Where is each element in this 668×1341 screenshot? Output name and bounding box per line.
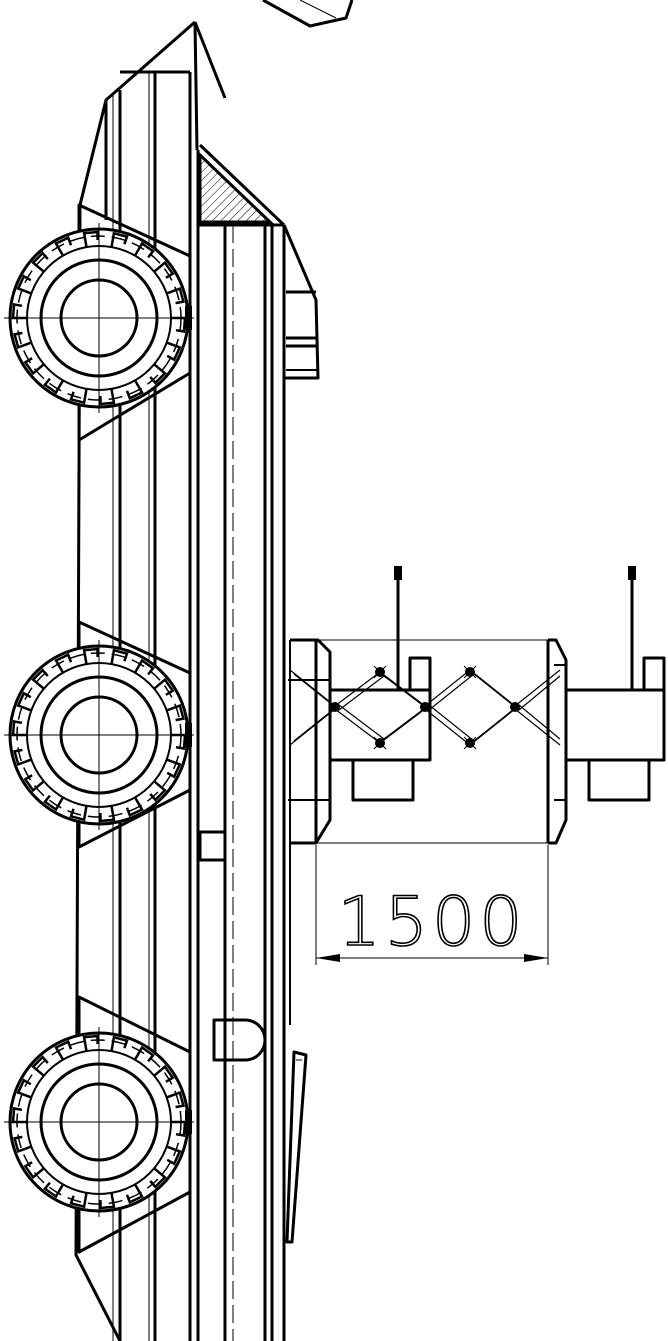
tread-lug bbox=[166, 286, 185, 305]
tread-lug bbox=[133, 241, 155, 259]
tread-lug bbox=[69, 1192, 88, 1209]
tread-lug bbox=[166, 341, 182, 362]
tread-lug bbox=[13, 331, 32, 350]
tread-lug bbox=[69, 388, 88, 405]
tread-lug bbox=[110, 231, 129, 248]
tread-lug bbox=[82, 230, 99, 248]
rear-lever bbox=[285, 1050, 308, 1244]
top-bracket bbox=[262, 0, 354, 28]
tread-lug bbox=[54, 1039, 73, 1061]
tread-lug bbox=[153, 1064, 175, 1083]
tread-lug bbox=[23, 357, 45, 376]
wheel-front bbox=[4, 203, 194, 442]
tread-lug bbox=[171, 733, 187, 750]
tread-lug bbox=[99, 1192, 116, 1210]
sign-unit-left bbox=[328, 566, 432, 802]
front-bumper bbox=[282, 224, 320, 380]
tread-lug bbox=[31, 251, 49, 273]
tread-lug bbox=[16, 691, 32, 712]
tread-lug bbox=[99, 805, 116, 823]
tread-lug bbox=[149, 1167, 167, 1189]
tread-lug bbox=[23, 774, 45, 793]
tread-lug bbox=[11, 1107, 27, 1124]
tread-lug bbox=[31, 1055, 49, 1077]
tread-lug bbox=[23, 1161, 45, 1180]
tread-lug bbox=[54, 235, 73, 257]
tread-lug bbox=[82, 1034, 99, 1052]
tread-lug bbox=[166, 758, 182, 779]
hatched-wedge bbox=[198, 143, 286, 227]
tread-lug bbox=[11, 720, 27, 737]
wheel-middle bbox=[4, 620, 194, 849]
sign-unit-right bbox=[564, 566, 666, 802]
tread-lug bbox=[171, 1120, 187, 1137]
tread-lug bbox=[133, 658, 155, 676]
tread-lug bbox=[31, 668, 49, 690]
tread-lug bbox=[43, 1181, 65, 1199]
dimension-1500: 1500 bbox=[315, 845, 549, 965]
tread-lug bbox=[166, 1090, 185, 1109]
tread-lug bbox=[43, 794, 65, 812]
tread-lug bbox=[166, 703, 185, 722]
tread-lug bbox=[13, 1135, 32, 1154]
tread-lug bbox=[133, 1045, 155, 1063]
frame-block bbox=[198, 830, 227, 862]
tread-lug bbox=[110, 1035, 129, 1052]
tread-lug bbox=[13, 748, 32, 767]
dimension-label: 1500 bbox=[337, 883, 526, 962]
frame-cap bbox=[212, 1018, 267, 1062]
tread-lug bbox=[69, 805, 88, 822]
tread-lug bbox=[125, 1183, 144, 1205]
tread-lug bbox=[125, 379, 144, 401]
tread-lug bbox=[149, 780, 167, 802]
tread-lug bbox=[16, 274, 32, 295]
wheel-rear bbox=[4, 995, 194, 1254]
tread-lug bbox=[153, 677, 175, 696]
tread-lug bbox=[43, 377, 65, 395]
tread-lug bbox=[149, 363, 167, 385]
tread-lug bbox=[110, 648, 129, 665]
tread-lug bbox=[11, 303, 27, 320]
tread-lug bbox=[99, 388, 116, 406]
tread-lug bbox=[82, 647, 99, 665]
tread-lug bbox=[54, 652, 73, 674]
tread-lug bbox=[153, 260, 175, 279]
tread-lug bbox=[166, 1145, 182, 1166]
tread-lug bbox=[16, 1078, 32, 1099]
tread-lug bbox=[171, 316, 187, 333]
tread-lug bbox=[125, 796, 144, 818]
